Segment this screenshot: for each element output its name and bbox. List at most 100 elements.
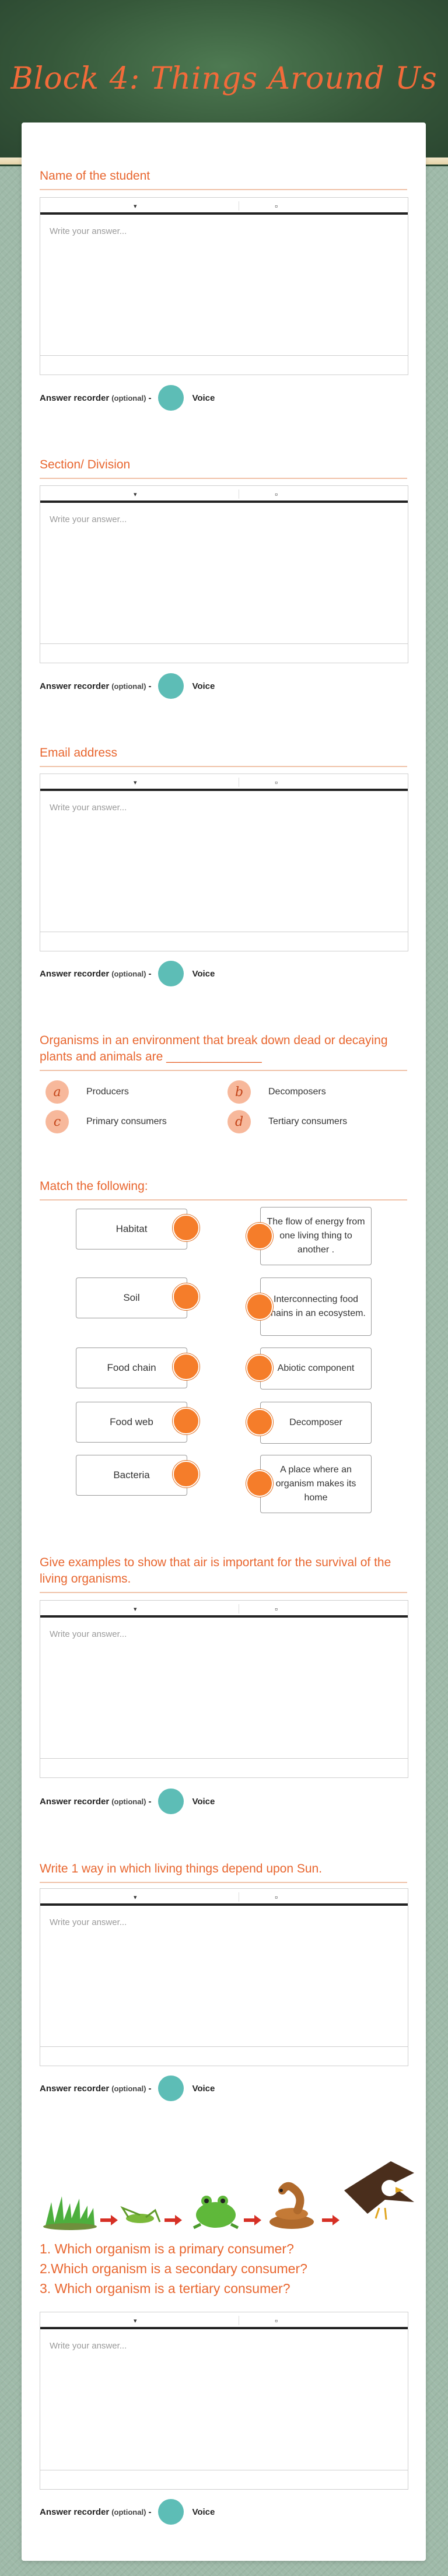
match-left-item[interactable]: Soil xyxy=(76,1278,187,1318)
match-connector[interactable] xyxy=(246,1223,273,1250)
format-dropdown-icon[interactable]: ▾ xyxy=(134,491,137,498)
image-icon[interactable]: ▫ xyxy=(275,489,278,499)
answer-editor[interactable]: ▾ ▫ Write your answer... xyxy=(40,774,408,951)
voice-label: Voice xyxy=(192,2083,215,2094)
format-dropdown-icon[interactable]: ▾ xyxy=(134,1606,137,1613)
recorder-dash: - xyxy=(148,968,152,979)
answer-input[interactable]: Write your answer... xyxy=(40,1620,408,1759)
match-connector[interactable] xyxy=(246,1470,273,1497)
option-letter: a xyxy=(46,1080,69,1104)
match-right-item[interactable]: Decomposer xyxy=(260,1402,372,1444)
match-connector[interactable] xyxy=(173,1214,200,1241)
grasshopper-icon xyxy=(120,2206,161,2223)
image-icon[interactable]: ▫ xyxy=(275,2316,278,2325)
answer-input[interactable]: Write your answer... xyxy=(40,217,408,356)
match-right-item[interactable]: A place where an organism makes its home xyxy=(260,1455,372,1513)
option-text: Tertiary consumers xyxy=(268,1116,348,1126)
recorder-optional: (optional) xyxy=(111,393,146,402)
match-connector[interactable] xyxy=(173,1353,200,1380)
mcq-option-d[interactable]: d Tertiary consumers xyxy=(228,1110,347,1133)
image-icon[interactable]: ▫ xyxy=(275,201,278,211)
editor-toolbar: ▾ ▫ xyxy=(40,774,408,791)
voice-label: Voice xyxy=(192,681,215,691)
question-title: Name of the student xyxy=(40,168,407,190)
format-dropdown-icon[interactable]: ▾ xyxy=(134,203,137,210)
snake-icon xyxy=(270,2182,314,2229)
question-title: Match the following: xyxy=(40,1178,407,1200)
answer-editor[interactable]: ▾ ▫ Write your answer... xyxy=(40,485,408,663)
option-letter: c xyxy=(46,1110,69,1133)
recorder-dash: - xyxy=(148,681,152,691)
answer-recorder: Answer recorder (optional) - Voice xyxy=(40,2076,215,2101)
answer-editor[interactable]: ▾ ▫ Write your answer... xyxy=(40,1600,408,1778)
answer-recorder: Answer recorder (optional) - Voice xyxy=(40,2499,215,2525)
option-text: Producers xyxy=(86,1087,129,1097)
recorder-label: Answer recorder xyxy=(40,1796,110,1807)
editor-toolbar: ▾ ▫ xyxy=(40,486,408,503)
record-button[interactable] xyxy=(158,2076,184,2101)
match-left-item[interactable]: Bacteria xyxy=(76,1455,187,1496)
format-dropdown-icon[interactable]: ▾ xyxy=(134,779,137,786)
recorder-label: Answer recorder xyxy=(40,2083,110,2094)
match-connector[interactable] xyxy=(246,1293,273,1320)
editor-toolbar: ▾ ▫ xyxy=(40,1889,408,1906)
mcq-option-a[interactable]: a Producers xyxy=(46,1080,129,1104)
mcq-option-b[interactable]: b Decomposers xyxy=(228,1080,326,1104)
match-right-item[interactable]: Interconnecting food chains in an ecosys… xyxy=(260,1278,372,1336)
record-button[interactable] xyxy=(158,673,184,699)
recorder-label: Answer recorder xyxy=(40,393,110,403)
recorder-optional: (optional) xyxy=(111,969,146,978)
answer-recorder: Answer recorder (optional) - Voice xyxy=(40,961,215,986)
match-connector[interactable] xyxy=(173,1283,200,1310)
arrow-icon xyxy=(322,2215,340,2225)
arrow-icon xyxy=(100,2215,118,2225)
recorder-optional: (optional) xyxy=(111,681,146,691)
page-title: Block 4: Things Around Us xyxy=(10,61,438,96)
format-dropdown-icon[interactable]: ▾ xyxy=(134,1894,137,1901)
recorder-label: Answer recorder xyxy=(40,968,110,979)
question-title: Organisms in an environment that break d… xyxy=(40,1032,407,1071)
answer-input[interactable]: Write your answer... xyxy=(40,505,408,644)
question-title: Email address xyxy=(40,745,407,767)
voice-label: Voice xyxy=(192,393,215,403)
record-button[interactable] xyxy=(158,2499,184,2525)
match-connector[interactable] xyxy=(246,1409,273,1436)
format-dropdown-icon[interactable]: ▾ xyxy=(134,2318,137,2325)
question-title: Give examples to show that air is import… xyxy=(40,1555,407,1593)
image-icon[interactable]: ▫ xyxy=(275,778,278,787)
match-left-item[interactable]: Food chain xyxy=(76,1348,187,1388)
match-left-item[interactable]: Food web xyxy=(76,1402,187,1443)
arrow-icon xyxy=(244,2215,261,2225)
voice-label: Voice xyxy=(192,2507,215,2517)
answer-recorder: Answer recorder (optional) - Voice xyxy=(40,673,215,699)
recorder-dash: - xyxy=(148,2083,152,2094)
answer-editor[interactable]: ▾ ▫ Write your answer... xyxy=(40,197,408,375)
question-title: Section/ Division xyxy=(40,457,407,479)
match-left-item[interactable]: Habitat xyxy=(76,1209,187,1250)
mcq-option-c[interactable]: c Primary consumers xyxy=(46,1110,167,1133)
record-button[interactable] xyxy=(158,961,184,986)
recorder-optional: (optional) xyxy=(111,2507,146,2516)
answer-input[interactable]: Write your answer... xyxy=(40,2332,408,2470)
image-icon[interactable]: ▫ xyxy=(275,1604,278,1614)
answer-editor[interactable]: ▾ ▫ Write your answer... xyxy=(40,2312,408,2490)
match-connector[interactable] xyxy=(246,1354,273,1381)
recorder-dash: - xyxy=(148,393,152,403)
match-connector[interactable] xyxy=(173,1408,200,1434)
image-icon[interactable]: ▫ xyxy=(275,1892,278,1902)
answer-editor[interactable]: ▾ ▫ Write your answer... xyxy=(40,1888,408,2066)
record-button[interactable] xyxy=(158,1788,184,1814)
option-text: Primary consumers xyxy=(86,1116,167,1126)
match-connector[interactable] xyxy=(173,1461,200,1488)
record-button[interactable] xyxy=(158,385,184,411)
match-right-item[interactable]: Abiotic component xyxy=(260,1348,372,1390)
food-chain-question: 2.Which organism is a secondary consumer… xyxy=(40,2261,307,2276)
food-chain-question: 1. Which organism is a primary consumer? xyxy=(40,2241,294,2256)
voice-label: Voice xyxy=(192,1796,215,1807)
answer-input[interactable]: Write your answer... xyxy=(40,1908,408,2047)
recorder-label: Answer recorder xyxy=(40,681,110,691)
answer-input[interactable]: Write your answer... xyxy=(40,793,408,932)
match-right-item[interactable]: The flow of energy from one living thing… xyxy=(260,1207,372,1265)
worksheet-card xyxy=(22,123,426,2561)
arrow-icon xyxy=(164,2215,182,2225)
